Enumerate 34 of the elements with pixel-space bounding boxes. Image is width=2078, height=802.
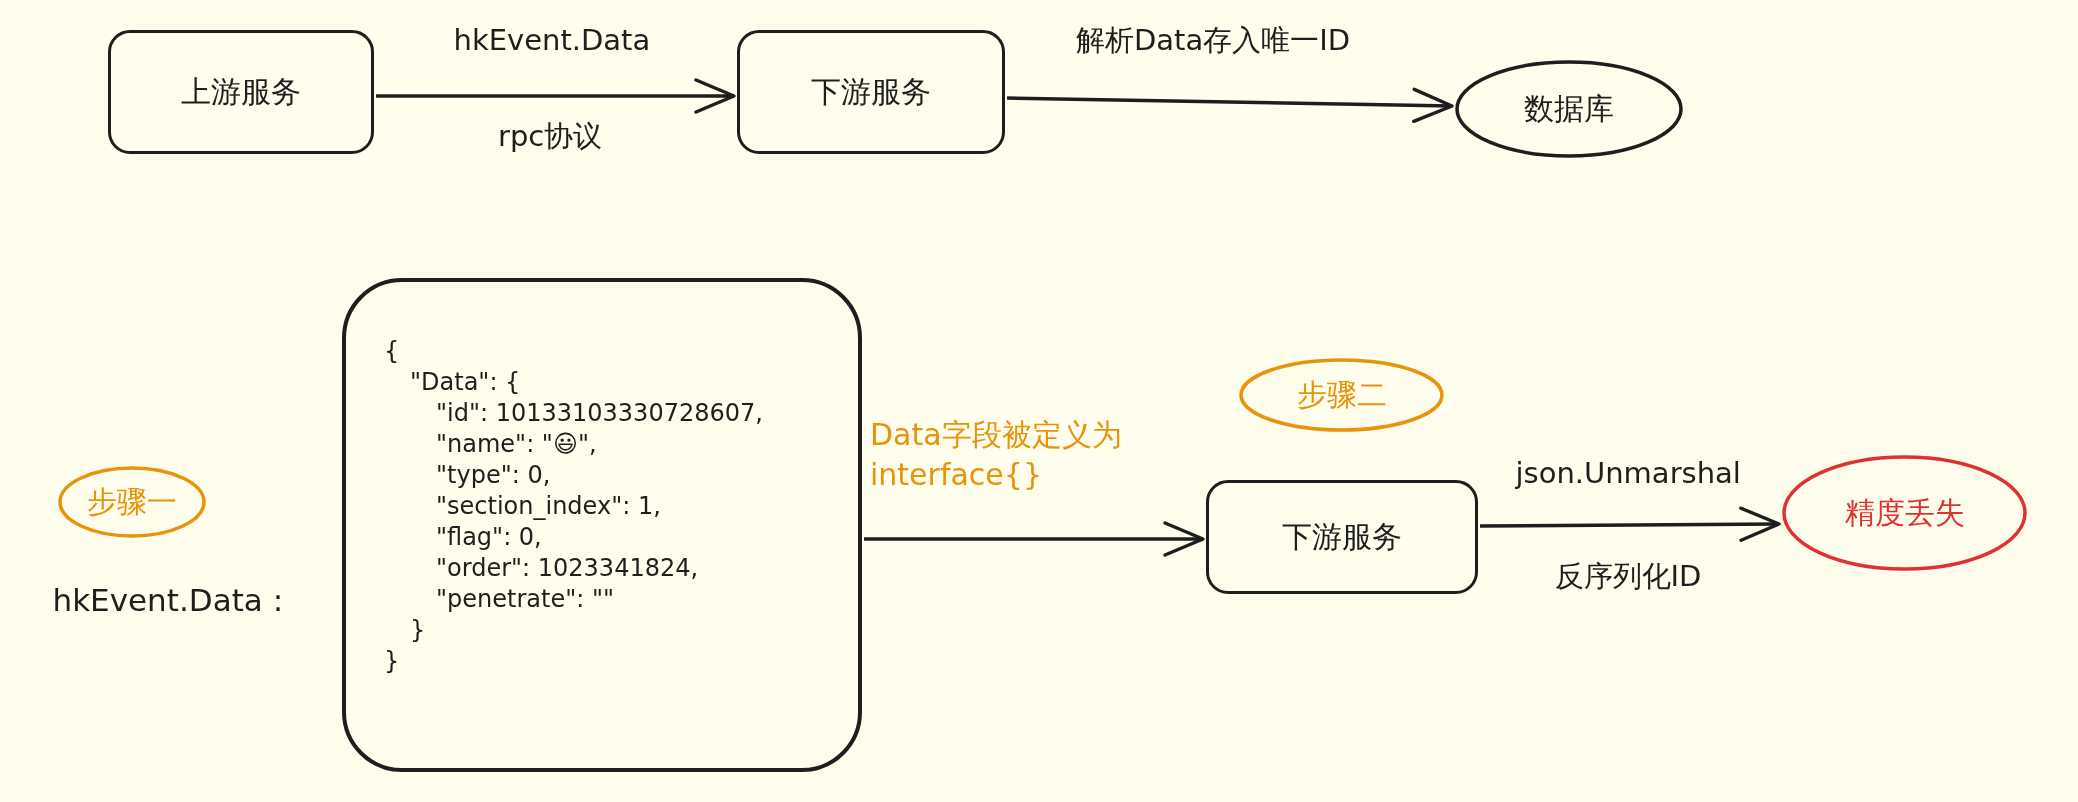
ellipse-node <box>1239 358 1444 432</box>
code-line: "name": "😃", <box>436 429 597 460</box>
node-label: 步骤二 <box>1296 375 1387 414</box>
code-line: "type": 0, <box>436 460 551 491</box>
arrow <box>864 521 1205 557</box>
ellipse-node <box>1782 455 2027 571</box>
edge-label: 解析Data存入唯一ID <box>1076 22 1351 58</box>
edge-label: hkEvent.Data <box>453 22 651 58</box>
caption-text: rpc协议 <box>498 118 603 154</box>
code-line: "section_index": 1, <box>436 491 661 522</box>
ellipse-node <box>58 466 206 538</box>
code-line: "Data": { <box>410 367 521 398</box>
arrow <box>1006 87 1454 124</box>
code-line: { <box>384 336 400 367</box>
ellipse-node <box>1455 60 1683 158</box>
process-box: 上游服务 <box>108 30 374 154</box>
caption-text: 反序列化ID <box>1554 558 1702 594</box>
edge-label: Data字段被定义为interface{} <box>870 416 1123 494</box>
node-label: 精度丢失 <box>1844 493 1965 532</box>
code-line: } <box>384 646 400 677</box>
arrow <box>1480 506 1781 542</box>
process-box: 下游服务 <box>1206 480 1478 594</box>
code-line: "id": 10133103330728607, <box>436 398 763 429</box>
code-box <box>342 278 862 772</box>
code-line: } <box>410 615 426 646</box>
code-line: "flag": 0, <box>436 522 542 553</box>
node-label: 步骤一 <box>87 482 177 521</box>
code-line: "penetrate": "" <box>436 584 614 615</box>
process-box: 下游服务 <box>737 30 1005 154</box>
arrow <box>376 78 736 114</box>
code-line: "order": 1023341824, <box>436 553 699 584</box>
node-label: 数据库 <box>1524 89 1614 128</box>
edge-label: json.Unmarshal <box>1515 455 1741 491</box>
field-label: hkEvent.Data : <box>52 582 284 618</box>
